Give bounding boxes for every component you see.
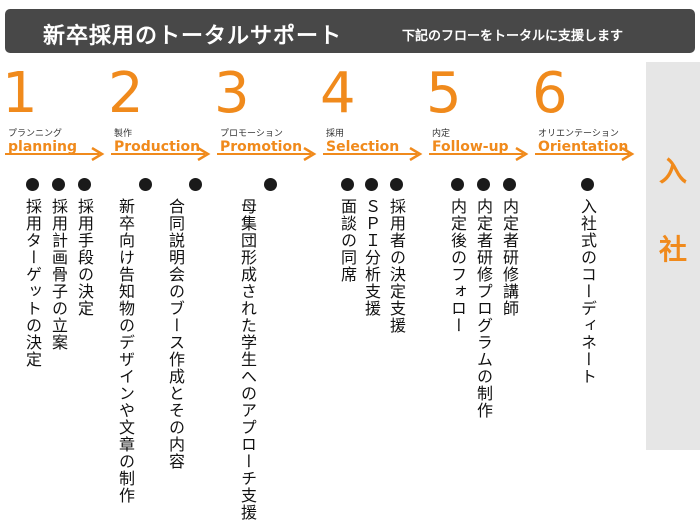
flow-arrow [323, 147, 423, 161]
flow-step-selection: 4 採用 Selection 採用者の決定支援 ＳＰＩ分析支援 面談の同席 [320, 61, 431, 462]
task-item: 合同説明会のブース作成とその内容 [166, 198, 185, 470]
bullet-dot [581, 178, 594, 191]
step-number: 6 [532, 61, 568, 126]
step-label-jp: プロモーション [220, 129, 283, 139]
flow-step-planning: 1 プランニング planning 採用手段の決定 採用計画骨子の立案 採用ター… [2, 61, 113, 462]
bullet-dot [189, 178, 202, 191]
step-label-jp: プランニング [8, 129, 63, 139]
step-number: 1 [2, 61, 38, 126]
flow-step-orientation: 6 オリエンテーション Orientation 入社式のコーディネート [532, 61, 643, 462]
bullet-dot [341, 178, 354, 191]
page-subtitle: 下記のフローをトータルに支援します [402, 29, 624, 44]
bullet-dot [503, 178, 516, 191]
step-label-en: planning [8, 139, 77, 155]
task-item: 内定者研修講師 [500, 198, 519, 317]
task-item: 新卒向け告知物のデザインや文章の制作 [116, 198, 135, 504]
final-step-panel: 入 社 [646, 62, 700, 450]
step-label-en: Production [114, 139, 201, 155]
bullet-dot [139, 178, 152, 191]
flow-arrow [5, 147, 105, 161]
header-bar: 新卒採用のトータルサポート 下記のフローをトータルに支援します [5, 9, 695, 53]
step-label-jp: オリエンテーション [538, 129, 619, 139]
task-item: 採用手段の決定 [75, 198, 94, 317]
flow-step-production: 2 製作 Production 合同説明会のブース作成とその内容 新卒向け告知物… [108, 61, 219, 504]
flow-arrow [217, 147, 317, 161]
task-item: 内定者研修プログラムの制作 [474, 198, 493, 419]
step-number: 5 [426, 61, 462, 126]
task-item: 入社式のコーディネート [578, 198, 597, 385]
step-label-en: Selection [326, 139, 400, 155]
final-step-char: 社 [658, 233, 687, 266]
bullet-dot [78, 178, 91, 191]
step-label-en: Promotion [220, 139, 303, 155]
step-number: 4 [320, 61, 356, 126]
step-number: 2 [108, 61, 144, 126]
bullet-dot [365, 178, 378, 191]
flow-arrow [429, 147, 529, 161]
flow-arrow [111, 147, 211, 161]
flow-arrow [535, 147, 635, 161]
step-label-jp: 内定 [432, 129, 451, 139]
bullet-dot [390, 178, 403, 191]
task-item: 面談の同席 [338, 198, 357, 283]
task-item: ＳＰＩ分析支援 [362, 198, 381, 317]
bullet-dot [264, 178, 277, 191]
bullet-dot [52, 178, 65, 191]
step-number: 3 [214, 61, 250, 126]
bullet-dot [451, 178, 464, 191]
task-item: 採用計画骨子の立案 [49, 198, 68, 351]
flow-step-follow-up: 5 内定 Follow-up 内定者研修講師 内定者研修プログラムの制作 内定後… [426, 61, 537, 462]
final-step-char: 入 [658, 155, 687, 188]
page-title: 新卒採用のトータルサポート [43, 24, 343, 49]
step-label-jp: 製作 [114, 129, 133, 139]
step-label-en: Follow-up [432, 139, 509, 155]
flow-step-promotion: 3 プロモーション Promotion 母集団形成された学生へのアプローチ支援 [214, 61, 325, 521]
task-item: 内定後のフォロー [448, 198, 467, 334]
task-item: 母集団形成された学生へのアプローチ支援 [238, 198, 257, 521]
task-item: 採用者の決定支援 [387, 198, 406, 334]
bullet-dot [477, 178, 490, 191]
task-item: 採用ターゲットの決定 [23, 198, 42, 368]
step-label-jp: 採用 [326, 129, 345, 139]
step-label-en: Orientation [538, 139, 629, 155]
bullet-dot [26, 178, 39, 191]
